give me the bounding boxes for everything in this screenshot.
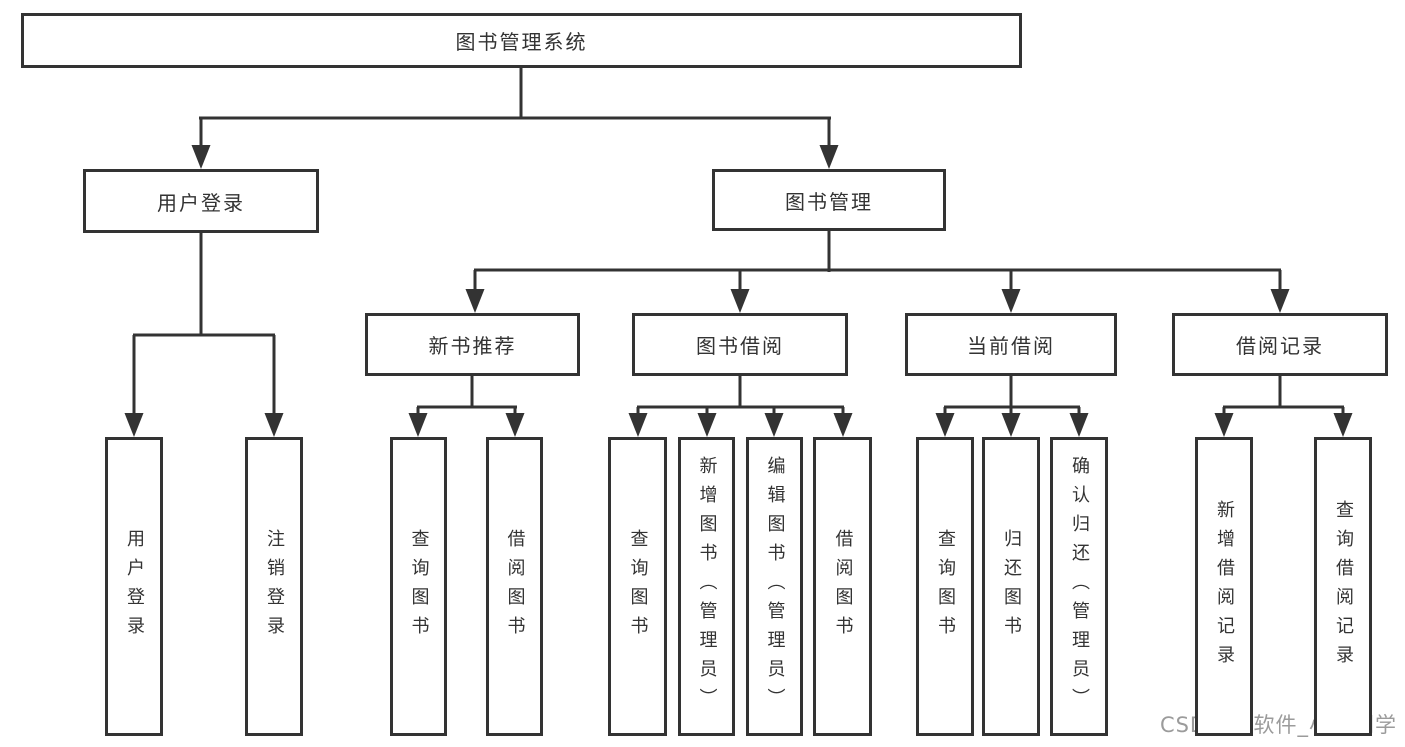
arrowhead-down-icon [1214,413,1234,437]
node-add-borrow-record: 新增借阅记录 [1195,437,1253,736]
arrowhead-down-icon [264,413,284,437]
node-user-login: 用户登录 [83,169,319,233]
node-borrow-books-rec: 借阅图书 [486,437,543,736]
node-borrow-records: 借阅记录 [1172,313,1388,376]
node-user-login-op: 用户登录 [105,437,163,736]
arrowhead-down-icon [1069,413,1089,437]
arrowhead-down-icon [819,145,839,169]
node-label-confirm-return-admin: 确认归还（管理员） [1069,456,1090,717]
node-label-book-mgmt: 图书管理 [785,189,873,214]
arrowhead-down-icon [833,413,853,437]
node-edit-books-admin: 编辑图书（管理员） [746,437,803,736]
node-borrow-books-op: 借阅图书 [813,437,872,736]
arrowhead-down-icon [730,289,750,313]
node-book-mgmt: 图书管理 [712,169,946,231]
arrowhead-down-icon [1270,289,1290,313]
node-label-borrow-books-op: 借阅图书 [832,528,854,645]
node-label-logout-op: 注销登录 [264,528,285,645]
node-label-query-books-rec: 查询图书 [408,528,430,645]
node-label-borrow-books-rec: 借阅图书 [504,528,526,645]
node-label-add-borrow-record: 新增借阅记录 [1214,499,1235,674]
node-root: 图书管理系统 [21,13,1022,68]
node-label-query-borrow-record: 查询借阅记录 [1333,499,1354,674]
node-label-return-books: 归还图书 [1001,528,1022,645]
arrowhead-down-icon [764,413,784,437]
node-query-borrow-record: 查询借阅记录 [1314,437,1372,736]
node-query-books-current: 查询图书 [916,437,974,736]
node-label-user-login-op: 用户登录 [124,528,145,645]
arrowhead-down-icon [505,413,525,437]
arrowhead-down-icon [465,289,485,313]
node-label-borrow-records: 借阅记录 [1236,334,1324,358]
node-current-borrow: 当前借阅 [905,313,1117,376]
node-label-current-borrow: 当前借阅 [967,334,1055,358]
arrowhead-down-icon [935,413,955,437]
node-query-books-rec: 查询图书 [390,437,447,736]
node-label-book-borrow: 图书借阅 [696,334,784,358]
arrowhead-down-icon [1001,413,1021,437]
arrowhead-down-icon [1001,289,1021,313]
node-return-books: 归还图书 [982,437,1040,736]
node-query-books-borrow: 查询图书 [608,437,667,736]
node-label-edit-books-admin: 编辑图书（管理员） [764,456,786,717]
arrowhead-down-icon [191,145,211,169]
node-label-new-book-rec: 新书推荐 [428,334,517,358]
node-logout-op: 注销登录 [245,437,303,736]
node-confirm-return-admin: 确认归还（管理员） [1050,437,1108,736]
node-label-root: 图书管理系统 [455,30,588,54]
arrowhead-down-icon [408,413,428,437]
node-label-query-books-current: 查询图书 [935,528,956,645]
node-label-user-login: 用户登录 [157,190,245,215]
arrowhead-down-icon [1333,413,1353,437]
arrowhead-down-icon [124,413,144,437]
node-new-book-rec: 新书推荐 [365,313,580,376]
node-add-books-admin: 新增图书（管理员） [678,437,735,736]
node-label-query-books-borrow: 查询图书 [627,528,649,645]
arrowhead-down-icon [697,413,717,437]
arrowhead-down-icon [628,413,648,437]
node-book-borrow: 图书借阅 [632,313,848,376]
node-label-add-books-admin: 新增图书（管理员） [696,456,718,717]
